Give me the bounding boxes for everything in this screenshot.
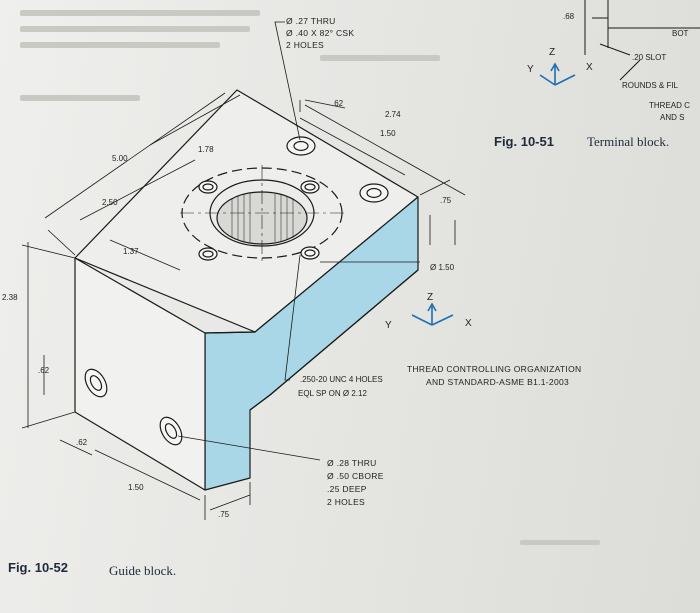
dim-1-78: 1.78 [198,145,214,154]
callout-countersink: Ø .27 THRU Ø .40 X 82° CSK 2 HOLES [286,16,354,50]
callout-standard: THREAD CONTROLLING ORGANIZATION AND STAN… [407,364,581,387]
fig51-thread-label: THREAD C [649,101,690,110]
fig51-y-axis-label: Y [527,64,534,75]
dim-5-00: 5.00 [112,154,128,163]
fig51-caption-number: Fig. 10-51 [494,134,554,149]
dim-2-38: 2.38 [2,293,18,302]
fig51-z-axis-label: Z [549,47,555,58]
center-bore [180,165,345,262]
callout-standard-line-2: AND STANDARD-ASME B1.1-2003 [426,377,569,387]
dim-1-37: 1.37 [123,247,139,256]
callout-cbore-line-2: Ø .50 CBORE [327,471,384,481]
callout-tapped-line-2: EQL SP ON Ø 2.12 [298,389,367,398]
callout-standard-line-1: THREAD CONTROLLING ORGANIZATION [407,364,581,374]
callout-tapped-holes: .250-20 UNC 4 HOLES EQL SP ON Ø 2.12 [298,375,383,398]
dim-1-50-top: 1.50 [380,129,396,138]
fig52-caption-title: Guide block. [109,563,176,578]
dim-2-74: 2.74 [385,110,401,119]
dim-0-62-hole: .62 [38,366,50,375]
dimension-lines [21,21,466,520]
counterbored-side-holes [84,368,183,446]
callout-center-hole: Ø 1.50 [430,263,455,272]
fig51-bot-label: BOT [672,29,689,38]
callout-counterbore: Ø .28 THRU Ø .50 CBORE .25 DEEP 2 HOLES [327,458,384,507]
fig-10-51-partial [584,0,700,81]
callout-csk-line-1: Ø .27 THRU [286,16,336,26]
bleed-through-text [20,10,600,545]
fig51-x-axis-label: X [586,62,593,73]
callout-cbore-line-3: .25 DEEP [327,484,367,494]
callout-csk-line-3: 2 HOLES [286,40,324,50]
fig51-dim-68: .68 [563,12,575,21]
fig51-slot-label: .20 SLOT [632,53,666,62]
callout-cbore-line-4: 2 HOLES [327,497,365,507]
fig52-caption-number: Fig. 10-52 [8,560,68,575]
guide-block-drawing [74,89,419,491]
callout-csk-line-2: Ø .40 X 82° CSK [286,28,354,38]
fig52-axis-triad [411,302,454,326]
fig51-axis-triad [539,62,576,86]
callout-tapped-line-1: .250-20 UNC 4 HOLES [300,375,383,384]
tapped-holes [198,180,320,261]
countersunk-holes [286,136,389,203]
callout-cbore-line-1: Ø .28 THRU [327,458,377,468]
dim-1-50-spacing: 1.50 [128,483,144,492]
fig52-y-axis-label: Y [385,320,392,331]
dim-2-50: 2.50 [102,198,118,207]
fig52-x-axis-label: X [465,318,472,329]
dim-0-62-bottom: .62 [76,438,88,447]
dim-0-62-top: .62 [332,99,344,108]
fig51-rounds-label: ROUNDS & FIL [622,81,679,90]
fig51-ands-label: AND S [660,113,684,122]
dim-0-75-right: .75 [440,196,452,205]
fig51-caption-title: Terminal block. [587,134,669,149]
dim-0-75-web: .75 [218,510,230,519]
fig52-z-axis-label: Z [427,292,433,303]
